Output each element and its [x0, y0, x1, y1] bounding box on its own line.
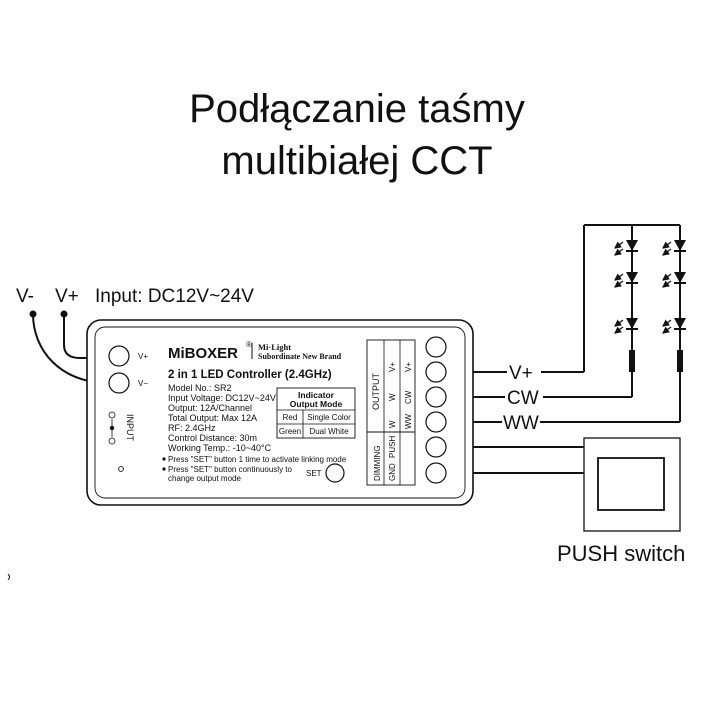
resistor — [629, 350, 635, 372]
polarity-icon — [108, 411, 116, 445]
input-v-minus-label: V- — [16, 286, 34, 307]
terminal-label-col1: W — [388, 393, 397, 401]
input-voltage-label: Input: DC12V~24V — [95, 286, 254, 307]
input-terminal-minus — [108, 372, 130, 394]
spec-line: Model No.: SR2 — [168, 383, 232, 393]
output-wires — [473, 371, 680, 474]
output-terminal — [425, 361, 447, 383]
indicator-header-2: Output Mode — [290, 399, 343, 409]
product-title: 2 in 1 LED Controller (2.4GHz) — [168, 369, 332, 381]
wire-label-ww: WW — [503, 413, 539, 434]
output-section-label: OUTPUT — [371, 373, 381, 411]
terminal-label-col1: GND — [388, 463, 397, 481]
led-strip — [583, 224, 686, 422]
push-switch — [583, 437, 681, 532]
note-line: Press "SET" button 1 time to activate li… — [168, 455, 347, 464]
input-terminal-plus — [108, 345, 130, 367]
led-icon — [614, 240, 638, 256]
output-terminal — [425, 411, 447, 433]
led-icon — [662, 240, 686, 256]
title-line-2: multibiałej CCT — [221, 139, 492, 183]
set-button-label: SET — [306, 469, 322, 478]
brand-logo: MiBOXER — [168, 345, 238, 362]
terminal-label-col1: PUSH — [388, 436, 397, 458]
terminal-label-col2: V+ — [404, 362, 413, 372]
indicator-color-green: Green — [279, 427, 301, 436]
indicator-header-1: Indicator — [298, 390, 335, 400]
input-terminal-minus-label: V− — [138, 379, 148, 388]
output-terminal — [425, 386, 447, 408]
led-icon — [662, 272, 686, 288]
registered-mark: ® — [246, 340, 252, 349]
dimming-section-label: DIMMING — [373, 445, 382, 481]
indicator-mode-single: Single Color — [307, 413, 351, 422]
spec-line: Working Temp.: -10~40°C — [168, 443, 272, 453]
output-label-block: OUTPUT DIMMING V+ W W PUSH GND V+ CW WW — [366, 339, 416, 486]
wire-label-v-plus: V+ — [509, 363, 533, 384]
input-section-label: INPUT — [125, 414, 135, 442]
wire-label-cw: CW — [507, 388, 539, 409]
status-led — [118, 466, 124, 472]
controller: V+ V− INPUT MiBOXER ® Mi·Light Subordina… — [86, 319, 474, 506]
push-switch-label: PUSH switch — [557, 541, 685, 566]
input-v-plus-label: V+ — [55, 286, 79, 307]
input-terminal-plus-label: V+ — [138, 352, 148, 361]
push-button[interactable] — [597, 457, 665, 511]
terminal-label-col1: W — [388, 420, 397, 428]
brand-subline-1: Mi·Light — [258, 342, 291, 352]
indicator-color-red: Red — [283, 413, 298, 422]
spec-line: Output: 12A/Channel — [168, 403, 252, 413]
led-icon — [662, 318, 686, 334]
spec-line: Control Distance: 30m — [168, 433, 257, 443]
led-icon — [614, 272, 638, 288]
indicator-table: Indicator Output Mode Red Single Color G… — [276, 387, 356, 439]
spec-line: Total Output: Max 12A — [168, 413, 257, 423]
corner-mark — [7, 573, 10, 581]
output-terminal — [425, 336, 447, 358]
spec-line: RF: 2.4GHz — [168, 423, 216, 433]
note-line: change output mode — [168, 474, 241, 483]
resistor — [677, 350, 683, 372]
spec-line: Input Voltage: DC12V~24V — [168, 393, 276, 403]
terminal-label-col2: WW — [404, 413, 413, 429]
title-line-1: Podłączanie taśmy — [189, 87, 525, 131]
output-terminal — [425, 462, 447, 484]
led-icon — [614, 318, 638, 334]
output-terminal — [425, 436, 447, 458]
indicator-mode-dual: Dual White — [309, 427, 349, 436]
brand-subline-2: Subordinate New Brand — [258, 352, 342, 361]
set-button[interactable] — [325, 463, 345, 483]
terminal-label-col2: CW — [404, 390, 413, 404]
note-line: Press "SET" button continuously to — [168, 465, 293, 474]
terminal-label-col1: V+ — [388, 362, 397, 372]
